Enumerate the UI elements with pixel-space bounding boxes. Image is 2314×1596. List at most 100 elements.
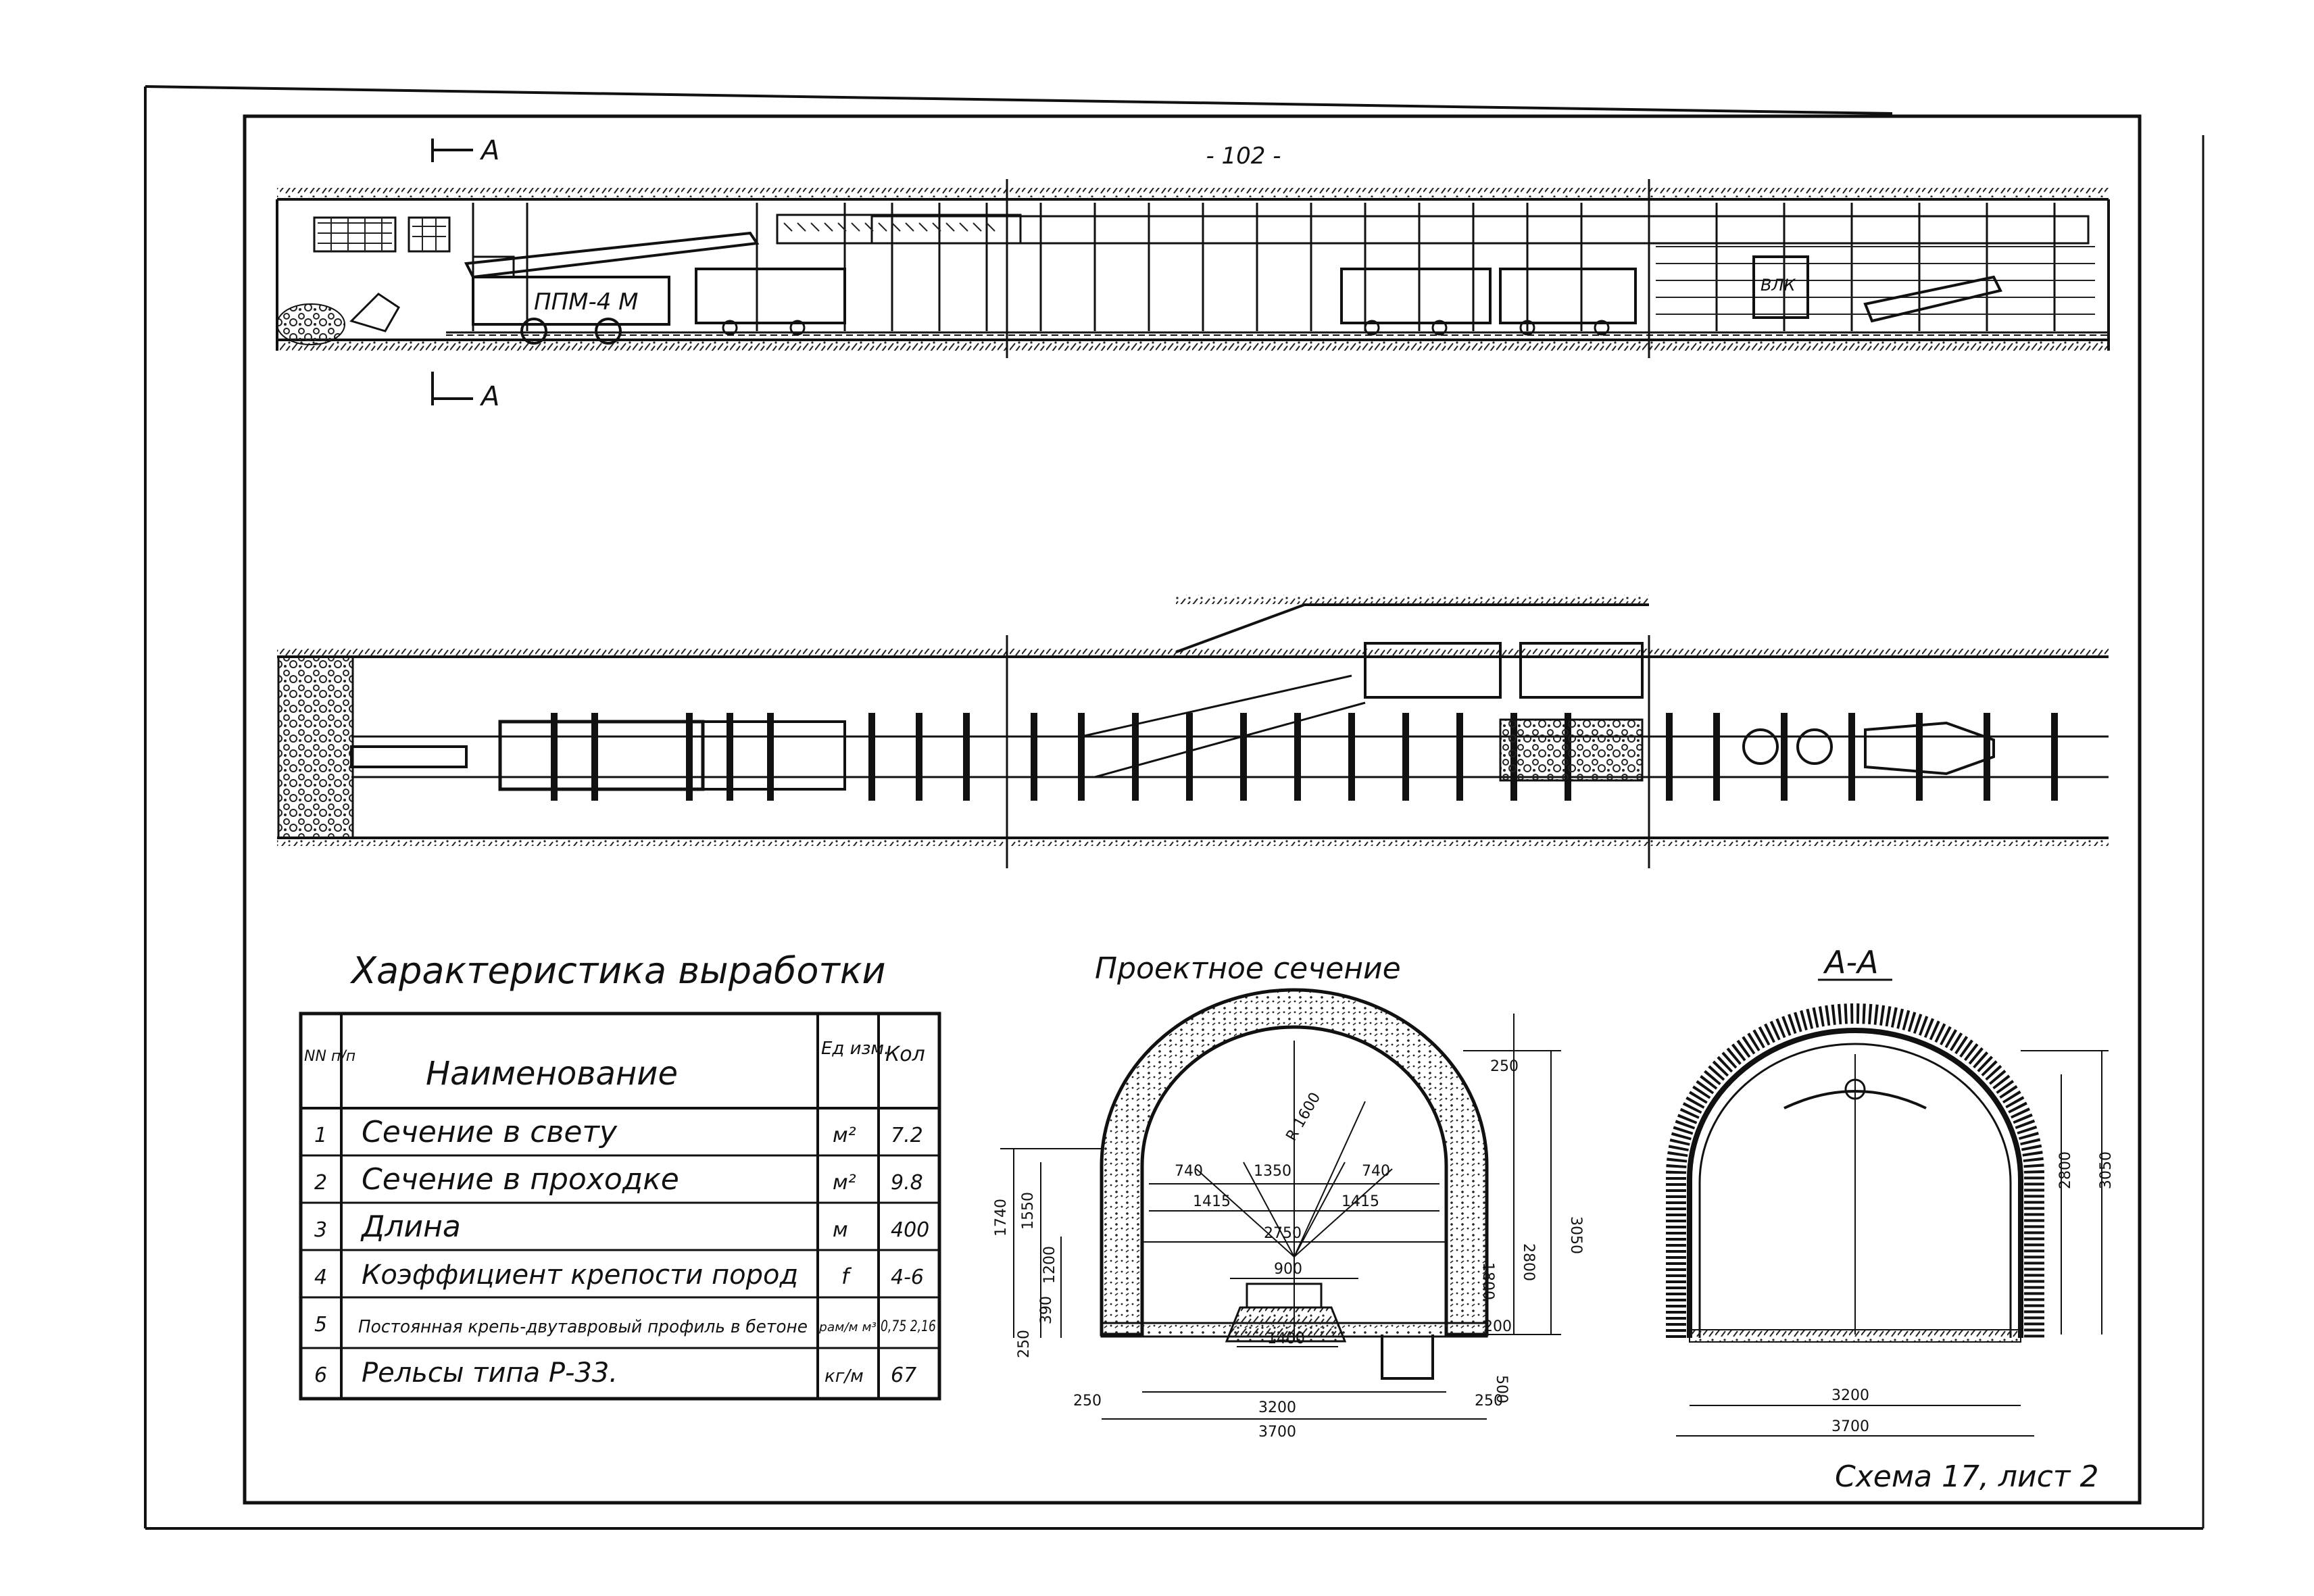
svg-text:м: м [833, 1218, 848, 1242]
design-cross-section: Проектное сечение 250 3050 2800 1800 174… [993, 951, 1584, 1441]
section-mark-top: A [431, 135, 499, 166]
svg-text:2: 2 [314, 1171, 327, 1195]
table-row: 4 Коэффициент крепости пород f 4-6 [314, 1260, 924, 1291]
svg-text:f: f [841, 1264, 852, 1289]
svg-text:900: 900 [1274, 1261, 1302, 1278]
conveyor-top [776, 214, 1022, 245]
arch-lining [1100, 988, 1489, 1337]
svg-text:3200: 3200 [1258, 1399, 1296, 1416]
svg-text:250: 250 [1490, 1058, 1519, 1075]
timber-lagging [1656, 246, 2095, 315]
mine-car-1 [695, 268, 846, 324]
svg-text:3050: 3050 [1567, 1216, 1584, 1254]
turnout-rails [1081, 674, 1366, 778]
car-plan-2 [1519, 642, 1644, 699]
header-name: Наименование [426, 1055, 678, 1093]
section-mark-bottom: A [431, 372, 499, 412]
header-qty: Кол [885, 1043, 925, 1066]
svg-text:3050: 3050 [2098, 1151, 2115, 1189]
svg-text:1: 1 [314, 1124, 327, 1147]
track-ballast [1225, 1306, 1347, 1343]
scraper [1863, 275, 2002, 323]
floor-rock [277, 341, 2109, 351]
page-number: - 102 - [1206, 143, 1281, 170]
svg-text:7.2: 7.2 [891, 1124, 923, 1147]
drill-rack [313, 216, 397, 253]
face-rock [277, 655, 354, 839]
svg-text:3200: 3200 [1831, 1387, 1869, 1404]
svg-text:250: 250 [1016, 1330, 1033, 1358]
svg-text:2800: 2800 [1520, 1243, 1537, 1281]
svg-text:5: 5 [314, 1313, 327, 1337]
svg-text:Сечение в свету: Сечение в свету [362, 1115, 618, 1149]
table-row: 2 Сечение в проходке м² 9.8 [314, 1162, 923, 1197]
characteristics-table: Характеристика выработки NN п/п Наименов… [299, 949, 941, 1401]
svg-text:Рельсы типа Р-33.: Рельсы типа Р-33. [362, 1357, 618, 1389]
svg-text:67: 67 [891, 1364, 916, 1387]
table-row: 3 Длина м 400 [314, 1210, 929, 1244]
winch-plan [1742, 728, 1779, 765]
svg-text:200: 200 [1483, 1318, 1512, 1335]
sheet-label: Схема 17, лист 2 [1835, 1460, 2098, 1494]
svg-text:2800: 2800 [2057, 1151, 2074, 1189]
mine-car-3 [1499, 268, 1637, 324]
mine-car-2 [1340, 268, 1492, 324]
drill-plan [350, 745, 468, 768]
svg-text:1800: 1800 [1479, 1262, 1496, 1300]
svg-text:1415: 1415 [1341, 1193, 1379, 1210]
table-title: Характеристика выработки [349, 949, 886, 992]
svg-text:Длина: Длина [360, 1210, 461, 1244]
vent-duct [870, 215, 2090, 245]
widening-wall [1175, 603, 1649, 653]
header-num: NN п/п [304, 1048, 355, 1065]
loader-label: ППМ-4 М [534, 289, 639, 316]
svg-text:390: 390 [1038, 1296, 1055, 1324]
scraper-plan [1864, 721, 1995, 776]
svg-text:1740: 1740 [993, 1199, 1010, 1237]
longitudinal-section-view: A A [276, 135, 2110, 412]
svg-text:4-6: 4-6 [891, 1266, 924, 1289]
svg-text:400: 400 [891, 1218, 929, 1242]
car-plan-1 [1364, 642, 1502, 699]
loader-machine: ППМ-4 М [464, 231, 760, 345]
winch-label: ВЛК [1761, 276, 1796, 295]
roof-rock [277, 188, 2109, 197]
support-frames-top [472, 203, 2056, 331]
sheet-frame [144, 85, 2205, 1530]
svg-text:кг/м: кг/м [824, 1366, 864, 1387]
loader-plan [498, 720, 705, 791]
svg-text:250: 250 [1475, 1393, 1503, 1410]
section-a-a: А-А 2800 3050 3200 3700 [1666, 944, 2115, 1437]
winch-body [1752, 255, 1809, 319]
svg-text:0,75 2,16: 0,75 2,16 [881, 1318, 936, 1335]
design-section-title: Проектное сечение [1095, 951, 1401, 986]
section-mark-bottom-label: A [479, 381, 499, 412]
svg-text:500: 500 [1493, 1375, 1510, 1403]
svg-text:1350: 1350 [1254, 1163, 1291, 1180]
svg-text:4: 4 [314, 1266, 327, 1289]
svg-text:1200: 1200 [1041, 1246, 1058, 1284]
svg-text:Коэффициент крепости пород: Коэффициент крепости пород [362, 1260, 798, 1291]
section-aa-title: А-А [1823, 944, 1879, 980]
svg-text:2750: 2750 [1264, 1225, 1302, 1242]
muck-plan [1499, 718, 1644, 782]
svg-text:3700: 3700 [1258, 1424, 1296, 1441]
section-mark-top-label: A [479, 135, 499, 166]
plan-view [277, 595, 2109, 868]
arch-frame-aa [1687, 1028, 2023, 1338]
svg-text:рам/м м³: рам/м м³ [818, 1320, 877, 1335]
svg-text:1415: 1415 [1193, 1193, 1231, 1210]
svg-text:1550: 1550 [1020, 1192, 1037, 1230]
drain-channel [1381, 1335, 1434, 1380]
table-row: 5 Постоянная крепь-двутавровый профиль в… [314, 1313, 936, 1337]
svg-text:Постоянная крепь-двутавровый п: Постоянная крепь-двутавровый профиль в б… [358, 1317, 808, 1337]
svg-text:6: 6 [314, 1364, 327, 1387]
svg-text:Сечение в проходке: Сечение в проходке [362, 1162, 679, 1197]
table-row: 6 Рельсы типа Р-33. кг/м 67 [314, 1357, 916, 1389]
svg-text:R 1600: R 1600 [1283, 1090, 1325, 1144]
header-unit: Ед изм. [821, 1039, 889, 1059]
svg-text:3: 3 [314, 1218, 327, 1242]
svg-text:3700: 3700 [1831, 1418, 1869, 1435]
svg-text:740: 740 [1175, 1163, 1203, 1180]
